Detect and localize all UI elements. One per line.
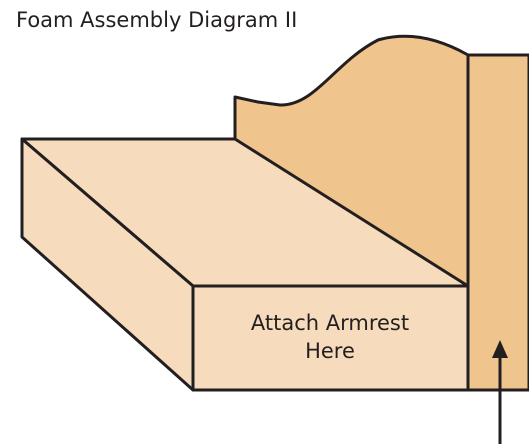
attach-armrest-label-line1: Attach Armrest — [250, 311, 410, 335]
pointer-arrow-head — [492, 340, 508, 358]
cushion-front-face — [191, 284, 470, 392]
attach-armrest-label-line2: Here — [305, 339, 355, 363]
attach-armrest-label: Attach Armrest Here — [196, 309, 464, 365]
diagram-title: Foam Assembly Diagram II — [16, 8, 298, 32]
arm-panel — [466, 53, 529, 392]
